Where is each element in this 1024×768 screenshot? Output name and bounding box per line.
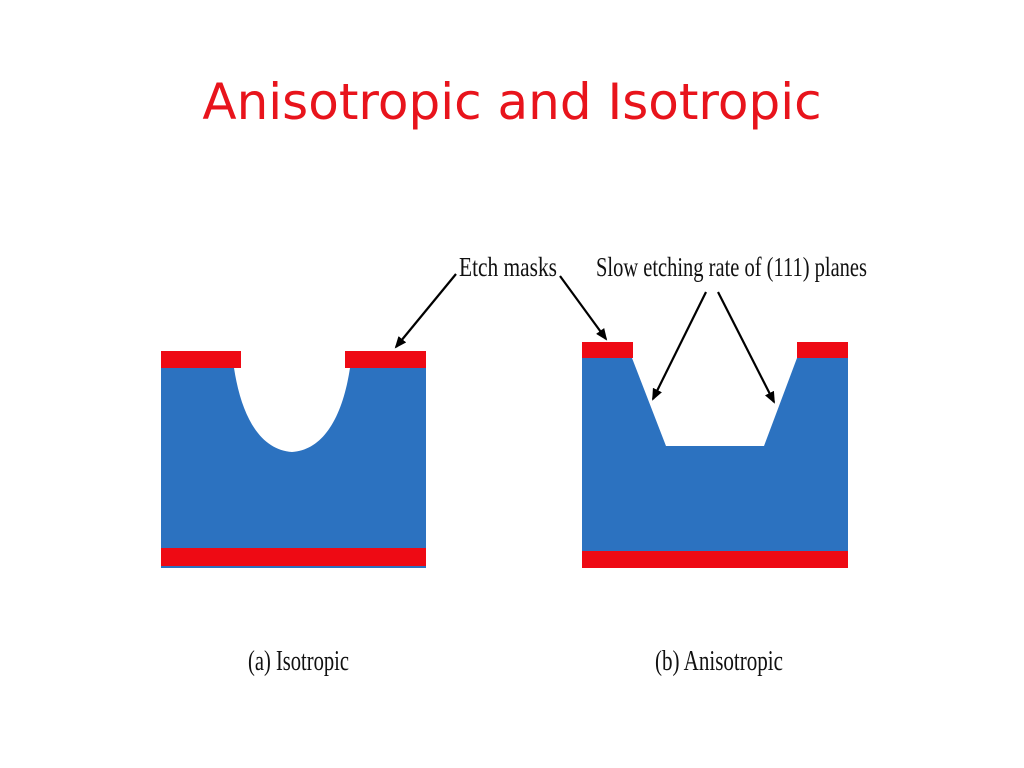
isotropic-substrate	[161, 368, 426, 568]
etch-masks-label: Etch masks	[459, 252, 557, 282]
etch-mask-arrow-left	[394, 273, 457, 349]
anisotropic-left-mask	[582, 342, 633, 358]
slow-etching-label: Slow etching rate of (111) planes	[596, 252, 867, 282]
isotropic-figure	[161, 351, 426, 568]
plane-arrow-left	[652, 291, 707, 401]
isotropic-right-mask	[345, 351, 426, 368]
slide-title: Anisotropic and Isotropic	[202, 73, 822, 131]
anisotropic-substrate	[582, 358, 848, 568]
anisotropic-right-mask	[797, 342, 848, 358]
anisotropic-figure	[582, 342, 848, 568]
isotropic-left-mask	[161, 351, 241, 368]
anisotropic-caption: (b) Anisotropic	[655, 645, 783, 677]
etch-mask-arrow-right	[559, 275, 608, 341]
anisotropic-bottom-mask	[582, 551, 848, 568]
isotropic-bottom-mask	[161, 548, 426, 566]
plane-arrow-right	[717, 291, 775, 404]
isotropic-caption: (a) Isotropic	[248, 645, 349, 677]
